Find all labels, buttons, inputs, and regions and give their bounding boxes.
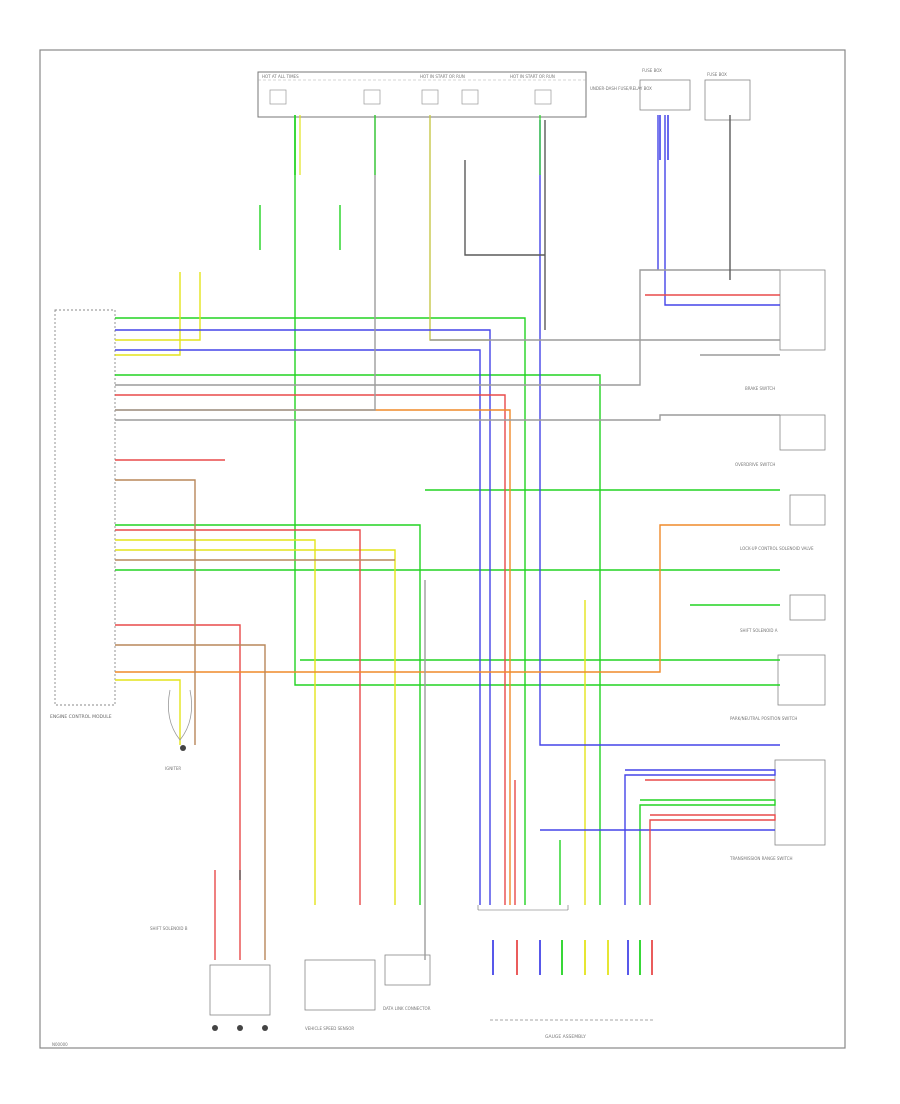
wire-green-4 <box>115 524 421 905</box>
wire-green-1 <box>115 317 526 905</box>
wire-blue-1 <box>115 329 491 905</box>
wire-yellow-1 <box>115 272 181 356</box>
wire-blue-2 <box>115 349 481 905</box>
trans-range-box <box>774 759 826 846</box>
wire-green-3 <box>294 115 780 686</box>
ecm-label: ENGINE CONTROL MODULE <box>50 714 112 720</box>
wire-blue-4 <box>539 120 780 746</box>
igniter-symbol: IGNITER <box>165 689 193 771</box>
wire-yellow-4 <box>115 539 316 905</box>
shift-solenoid-a-box <box>789 594 826 621</box>
overdrive-switch-box <box>779 414 826 451</box>
wire-yellow-6 <box>429 115 490 341</box>
gauge-connector-ticks <box>477 905 569 911</box>
wire-red-3 <box>115 529 361 905</box>
footer-code: N00000 <box>52 1042 68 1047</box>
lockup-solenoid-box <box>789 494 826 526</box>
wire-orange-2 <box>115 409 511 905</box>
wire-red-4 <box>115 624 241 960</box>
bottom-components: SHIFT SOLENOID B VEHICLE SPEED SENSOR DA… <box>52 926 655 1047</box>
fuse-4 <box>461 89 479 105</box>
wire-gray-4 <box>115 414 780 421</box>
park-neutral-label: PARK/NEUTRAL POSITION SWITCH <box>730 716 797 721</box>
igniter-label: IGNITER <box>165 766 181 771</box>
wire-gray-2 <box>115 269 780 386</box>
fuse-stubs <box>294 115 669 175</box>
hot-in-start-run-label-2: HOT IN START OR RUN <box>510 74 555 79</box>
wire-green-9 <box>639 799 776 905</box>
shift-solenoid-b-box <box>209 964 271 1016</box>
wire-yellow-5 <box>115 679 181 745</box>
shift-solenoid-b-label: SHIFT SOLENOID B <box>150 926 188 931</box>
brake-switch-label: BRAKE SWITCH <box>745 386 775 391</box>
connector-dots <box>180 745 268 1031</box>
wire-brown-1 <box>115 644 266 960</box>
brake-fuse-box: FUSE BOX <box>704 72 751 121</box>
fuse-1 <box>269 89 287 105</box>
underdash-fuse-box: HOT AT ALL TIMES HOT IN START OR RUN HOT… <box>257 71 652 118</box>
gauge-fuse-label: FUSE BOX <box>642 68 662 73</box>
wire-red-1 <box>115 394 506 905</box>
hot-at-all-times-label: HOT AT ALL TIMES <box>262 74 299 79</box>
fuse-5 <box>534 89 552 105</box>
wire-green-2 <box>115 374 601 905</box>
trans-range-label: TRANSMISSION RANGE SWITCH <box>729 856 793 861</box>
fuse-2 <box>363 89 381 105</box>
wire-group <box>115 115 780 960</box>
ground-dot-1 <box>212 1025 218 1031</box>
gauge-pins <box>492 940 653 975</box>
ground-dot-2 <box>237 1025 243 1031</box>
gauge-fuse-box: FUSE BOX <box>639 68 691 111</box>
wire-blue-6 <box>624 769 776 905</box>
data-link-box <box>384 954 431 986</box>
shift-solenoid-a-label: SHIFT SOLENOID A <box>740 628 778 633</box>
wire-yellow-2 <box>115 272 201 341</box>
lockup-solenoid-label: LOCK-UP CONTROL SOLENOID VALVE <box>740 546 814 551</box>
overdrive-switch-label: OVERDRIVE SWITCH <box>735 462 775 467</box>
wire-orange-1 <box>115 524 780 673</box>
hot-in-start-run-label-1: HOT IN START OR RUN <box>420 74 465 79</box>
ground-dot-3 <box>262 1025 268 1031</box>
wire-gray-1 <box>115 115 376 411</box>
right-components: BRAKE SWITCH OVERDRIVE SWITCH LOCK-UP CO… <box>729 269 826 861</box>
ecm-block: ENGINE CONTROL MODULE <box>50 309 116 720</box>
igniter-dot <box>180 745 186 751</box>
wire-brown-2 <box>115 479 196 745</box>
diagram-frame <box>39 49 846 1049</box>
wire-yellow-3 <box>115 549 396 905</box>
wire-blue-3 <box>664 115 780 306</box>
gauge-assembly-label: GAUGE ASSEMBLY <box>545 1034 586 1040</box>
brake-switch-box <box>779 269 826 351</box>
wire-red-7 <box>649 814 776 905</box>
brake-fuse-label: FUSE BOX <box>707 72 727 77</box>
vss-label: VEHICLE SPEED SENSOR <box>305 1026 354 1031</box>
data-link-label: DATA LINK CONNECTOR <box>383 1006 431 1011</box>
wire-gray-6 <box>464 160 545 256</box>
fuse-3 <box>421 89 439 105</box>
vss-box <box>304 959 376 1011</box>
park-neutral-box <box>777 654 826 706</box>
underdash-fuse-label: UNDER-DASH FUSE/RELAY BOX <box>590 86 652 91</box>
